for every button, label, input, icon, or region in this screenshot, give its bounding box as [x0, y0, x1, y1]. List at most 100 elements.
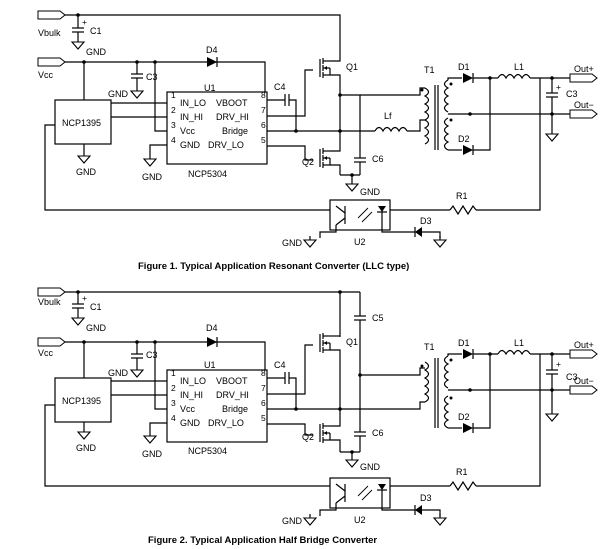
svg-text:2: 2	[171, 383, 176, 393]
figure-2: Vbulk Vcc + C1 GND D4 C3 GND NCP1395	[37, 287, 598, 546]
d2-label: D2	[458, 134, 470, 144]
svg-text:1: 1	[171, 90, 176, 100]
c1-plus: +	[82, 17, 87, 27]
d4-label-2: D4	[206, 323, 218, 333]
lf-label: Lf	[384, 111, 392, 121]
c1-label: C1	[90, 26, 102, 36]
d3-label-2: D3	[420, 493, 432, 503]
d1-label-2: D1	[458, 338, 470, 348]
svg-text:4: 4	[171, 413, 176, 423]
ncp1395-label: NCP1395	[62, 118, 101, 128]
r1-label: R1	[456, 191, 468, 201]
svg-text:Vcc: Vcc	[180, 126, 196, 136]
out-minus-label: Out−	[574, 100, 594, 110]
svg-text:8: 8	[261, 368, 266, 378]
vcc-port-2	[37, 337, 66, 347]
c3-out-label: C3	[566, 89, 578, 99]
svg-text:3: 3	[171, 398, 176, 408]
ncp5304-chip	[166, 91, 268, 165]
q1-label: Q1	[346, 62, 358, 72]
vcc-label: Vcc	[38, 70, 54, 80]
vbulk-port-2	[37, 287, 66, 297]
t1-label: T1	[424, 65, 435, 75]
t1-label-2: T1	[424, 342, 435, 352]
vbulk-label-2: Vbulk	[38, 297, 61, 307]
c4-label: C4	[274, 82, 286, 92]
ncp1395-label-2: NCP1395	[62, 396, 101, 406]
svg-text:DRV_LO: DRV_LO	[208, 140, 244, 150]
vcc-label-2: Vcc	[38, 348, 54, 358]
d4-label: D4	[206, 45, 218, 55]
l1-label-2: L1	[514, 338, 524, 348]
ncp1395-chip-2	[54, 377, 112, 423]
c6-label: C6	[372, 154, 384, 164]
svg-text:GND: GND	[180, 418, 201, 428]
svg-text:IN_HI: IN_HI	[180, 390, 203, 400]
svg-text:IN_HI: IN_HI	[180, 112, 203, 122]
c1-label-2: C1	[90, 302, 102, 312]
gnd-c3-label: GND	[108, 89, 129, 99]
c1-plus-2: +	[82, 293, 87, 303]
svg-text:Bridge: Bridge	[222, 126, 248, 136]
ncp5304-label: NCP5304	[188, 169, 227, 179]
svg-text:5: 5	[261, 135, 266, 145]
gnd-u1-label-2: GND	[142, 449, 163, 459]
svg-text:7: 7	[261, 383, 266, 393]
out-plus-label: Out+	[574, 64, 594, 74]
c3-label-2: C3	[146, 350, 158, 360]
svg-text:GND: GND	[180, 140, 201, 150]
u2-label-2: U2	[354, 515, 366, 525]
gnd-q2-label: GND	[360, 187, 381, 197]
d3-label: D3	[420, 216, 432, 226]
svg-text:Vcc: Vcc	[180, 404, 196, 414]
svg-text:VBOOT: VBOOT	[216, 376, 248, 386]
ncp5304-label-2: NCP5304	[188, 446, 227, 456]
figure-2-caption: Figure 2. Typical Application Half Bridg…	[148, 535, 377, 546]
gnd-ncp-label-2: GND	[76, 443, 97, 453]
svg-text:3: 3	[171, 120, 176, 130]
q2-label-2: Q2	[302, 432, 314, 442]
r1-label-2: R1	[456, 467, 468, 477]
u2-label: U2	[354, 237, 366, 247]
svg-text:IN_LO: IN_LO	[180, 98, 206, 108]
svg-text:Bridge: Bridge	[222, 404, 248, 414]
gnd-label: GND	[86, 47, 107, 57]
u2-optocoupler	[329, 199, 391, 231]
out-plus-label-2: Out+	[574, 340, 594, 350]
svg-text:DRV_LO: DRV_LO	[208, 418, 244, 428]
figure-1: Vbulk Vcc + C1 GND D4 C3 GND	[37, 10, 598, 272]
svg-text:DRV_HI: DRV_HI	[216, 112, 249, 122]
svg-text:7: 7	[261, 105, 266, 115]
l1-label: L1	[514, 62, 524, 72]
ncp5304-chip-2	[166, 369, 268, 443]
svg-text:VBOOT: VBOOT	[216, 98, 248, 108]
gnd-u2-label: GND	[282, 238, 303, 248]
q2-label: Q2	[302, 157, 314, 167]
svg-text:8: 8	[261, 90, 266, 100]
c3-out-label-2: C3	[566, 372, 578, 382]
svg-text:5: 5	[261, 413, 266, 423]
c4-label-2: C4	[274, 360, 286, 370]
c3-out-plus-2: +	[556, 359, 561, 369]
u1-label-2: U1	[204, 360, 216, 370]
gnd-q2-label-2: GND	[360, 462, 381, 472]
vbulk-label: Vbulk	[38, 28, 61, 38]
vbulk-port	[37, 10, 66, 20]
d1-label: D1	[458, 62, 470, 72]
svg-text:4: 4	[171, 135, 176, 145]
svg-text:6: 6	[261, 398, 266, 408]
gnd-u2-label-2: GND	[282, 516, 303, 526]
c5-label-2: C5	[372, 313, 384, 323]
figure-1-caption: Figure 1. Typical Application Resonant C…	[138, 261, 409, 272]
out-minus-label-2: Out−	[574, 376, 594, 386]
gnd-ncp-label: GND	[76, 167, 97, 177]
vcc-port	[37, 57, 66, 67]
u2-optocoupler-2	[329, 477, 391, 509]
svg-text:1: 1	[171, 368, 176, 378]
gnd-u1-label: GND	[142, 172, 163, 182]
svg-text:IN_LO: IN_LO	[180, 376, 206, 386]
svg-text:6: 6	[261, 120, 266, 130]
svg-text:2: 2	[171, 105, 176, 115]
c3-out-plus: +	[556, 82, 561, 92]
